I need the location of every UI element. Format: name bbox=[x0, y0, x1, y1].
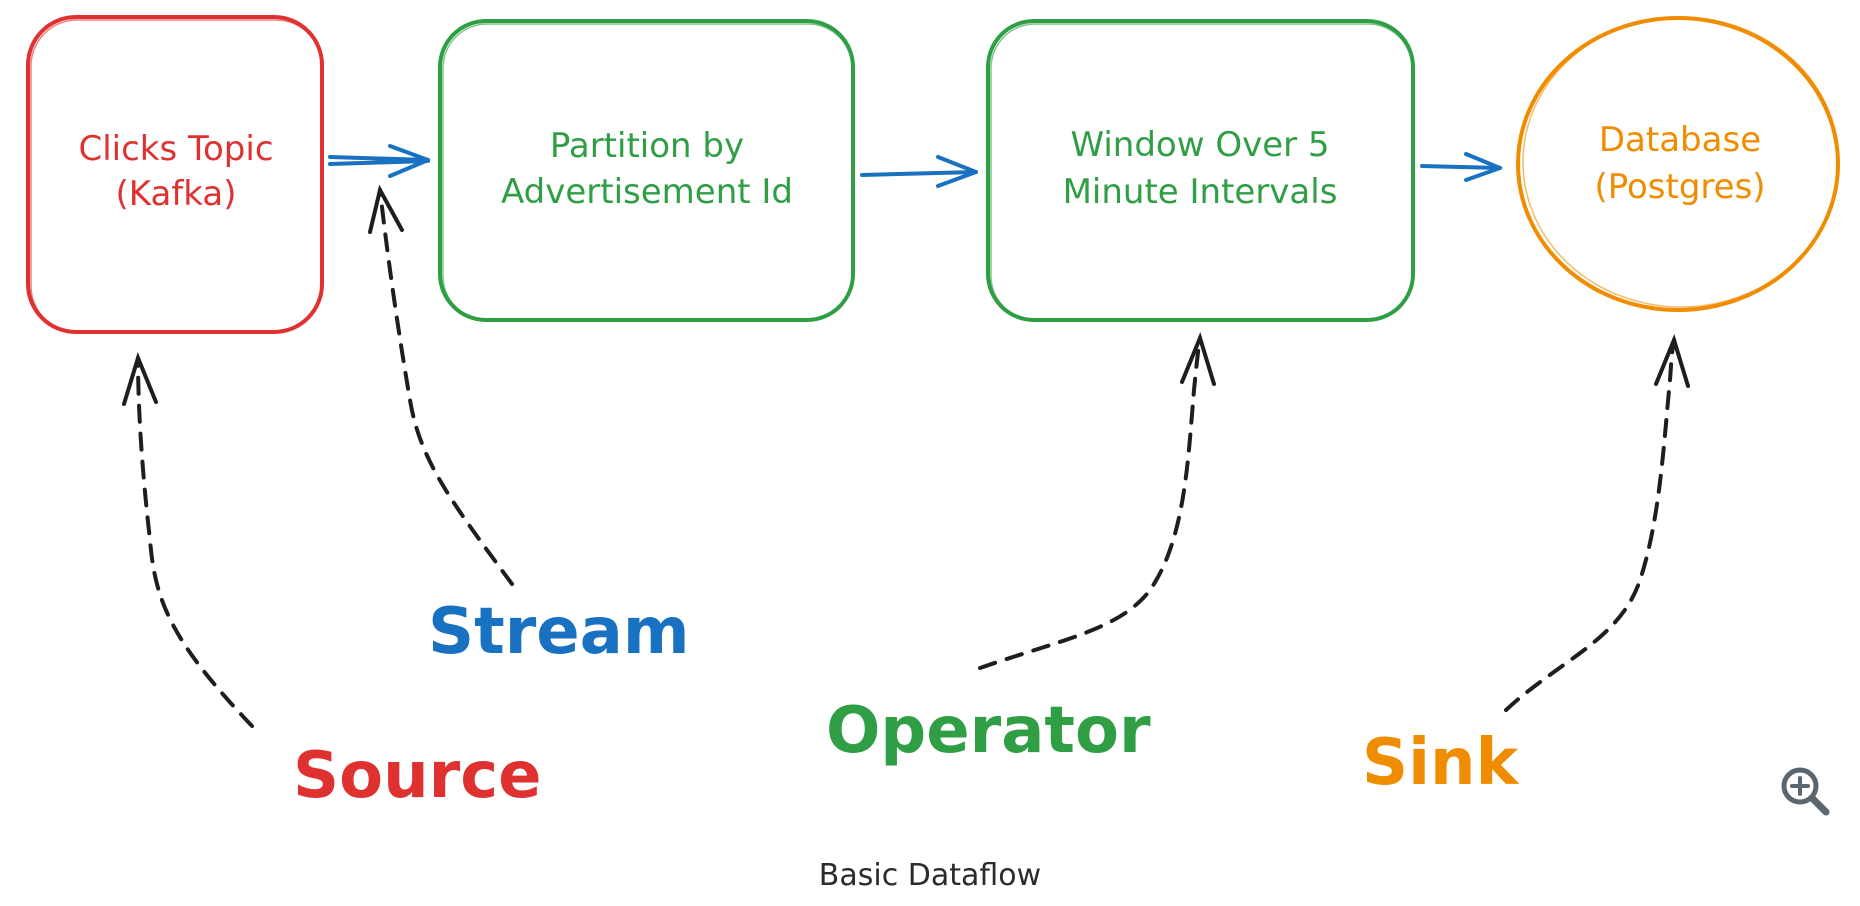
node-database-shape bbox=[1516, 16, 1840, 312]
node-window-shape bbox=[986, 19, 1415, 322]
label-sink: Sink bbox=[1362, 726, 1520, 800]
node-database: Database (Postgres) bbox=[1516, 16, 1840, 312]
label-source: Source bbox=[293, 739, 542, 813]
node-partition: Partition by Advertisement Id bbox=[438, 19, 855, 322]
pointer-arrow-operator bbox=[978, 332, 1216, 670]
flow-arrow-partition-to-window bbox=[860, 155, 978, 188]
node-database-line1: Database bbox=[1599, 120, 1761, 160]
node-window-line2: Minute Intervals bbox=[1063, 172, 1338, 212]
label-stream: Stream bbox=[428, 595, 690, 669]
pointer-arrow-stream bbox=[368, 184, 514, 586]
pointer-arrow-source bbox=[122, 352, 254, 728]
flow-arrow-kafka-to-partition bbox=[328, 144, 430, 178]
figure-caption: Basic Dataflow bbox=[818, 858, 1042, 893]
flow-arrow-window-to-database bbox=[1420, 152, 1502, 182]
node-partition-shape bbox=[438, 19, 855, 322]
zoom-in-button[interactable] bbox=[1778, 764, 1832, 818]
node-clicks-topic-line1: Clicks Topic bbox=[78, 129, 273, 169]
pointer-arrow-sink bbox=[1504, 334, 1690, 712]
node-window: Window Over 5 Minute Intervals bbox=[986, 19, 1415, 322]
node-partition-line2: Advertisement Id bbox=[501, 172, 793, 212]
node-clicks-topic-line2: (Kafka) bbox=[116, 174, 237, 214]
node-window-line1: Window Over 5 bbox=[1070, 125, 1329, 165]
node-clicks-topic: Clicks Topic (Kafka) bbox=[26, 15, 324, 334]
node-database-line2: (Postgres) bbox=[1594, 167, 1765, 207]
node-partition-line1: Partition by bbox=[550, 126, 744, 166]
zoom-in-icon bbox=[1781, 767, 1830, 816]
label-operator: Operator bbox=[826, 694, 1151, 768]
